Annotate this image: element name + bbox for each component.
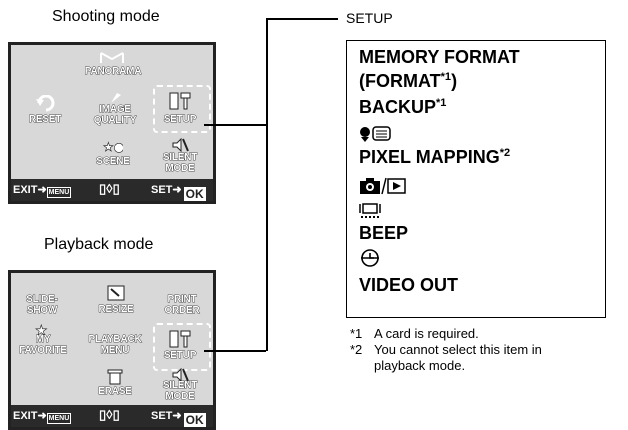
camera-playback-icon (360, 177, 406, 195)
note-2-mark: *2 (350, 342, 363, 357)
silent-mode-icon (172, 137, 189, 153)
slideshow-label-1[interactable]: SLIDE- (26, 294, 59, 305)
set-hint: SET➜OK (151, 184, 206, 201)
silent-mode-label-1[interactable]: SILENT (162, 152, 198, 163)
connector-playback-h (204, 350, 266, 352)
set-hint: SET➜OK (151, 410, 206, 427)
panorama-label[interactable]: PANORAMA (84, 66, 142, 77)
language-icon (360, 126, 391, 142)
menu-background (11, 45, 213, 179)
playback-menu-label-2[interactable]: MENU (100, 345, 130, 356)
connector-vertical (266, 18, 268, 351)
clock-icon (361, 249, 379, 267)
silent-mode-label-2[interactable]: MODE (165, 391, 195, 402)
svg-text:★: ★ (35, 323, 48, 337)
favorite-icon: ★ (35, 323, 48, 337)
setup-icon (169, 92, 191, 110)
erase-icon (107, 369, 123, 385)
image-quality-label-2[interactable]: QUALITY (93, 115, 137, 126)
setup-title: SETUP (346, 10, 393, 26)
footnote-mark: *1 (440, 71, 452, 83)
note-2-text: You cannot select this item in (374, 342, 542, 357)
setup-label[interactable]: SETUP (163, 114, 197, 125)
reset-label[interactable]: RESET (28, 114, 62, 125)
exit-hint: EXIT➜MENU (13, 410, 72, 424)
exit-text: EXIT (13, 184, 38, 196)
note-1-mark: *1 (350, 326, 363, 341)
reset-icon (36, 95, 55, 112)
video-out-item: VIDEO OUT (359, 275, 459, 295)
silent-mode-label-1[interactable]: SILENT (162, 380, 198, 391)
pixel-mapping-item: PIXEL MAPPING*2 (359, 147, 510, 168)
memory-format-item: MEMORY FORMAT (359, 47, 520, 67)
navigation-icon: ▯◊▯ (99, 181, 120, 196)
print-order-label-1[interactable]: PRINT (167, 294, 197, 305)
menu-button-icon: MENU (46, 187, 72, 198)
set-text: SET (151, 184, 173, 196)
note-1-text: A card is required. (374, 326, 479, 341)
format-text: (FORMAT (359, 71, 441, 91)
exit-hint: EXIT➜MENU (13, 184, 72, 198)
connector-top-h (266, 18, 338, 20)
shooting-menu-screen: PANORAMA RESET IMAGE QUALITY SETUP ★● SC… (8, 42, 216, 204)
setup-icon (169, 330, 191, 348)
beep-item: BEEP (359, 223, 409, 243)
pixel-mapping-text: PIXEL MAPPING (359, 147, 500, 167)
navigation-icon: ▯◊▯ (99, 407, 120, 422)
set-text: SET (151, 410, 173, 422)
playback-bottom-bar: EXIT➜MENU ▯◊▯ SET➜OK (11, 405, 213, 427)
connector-shooting-h (204, 124, 266, 126)
ok-button-icon: OK (183, 187, 206, 201)
favorite-label-2[interactable]: FAVORITE (19, 345, 68, 356)
note-2-text-cont: playback mode. (374, 358, 466, 373)
playback-mode-caption: Playback mode (44, 236, 154, 253)
playback-menu-screen: SLIDE- SHOW RESIZE PRINT ORDER ★ MY FAVO… (8, 270, 216, 430)
footnote-mark: *1 (436, 97, 447, 109)
exit-text: EXIT (13, 410, 38, 422)
scene-label[interactable]: SCENE (96, 156, 130, 167)
resize-icon (107, 285, 125, 301)
selection-bracket (153, 323, 211, 371)
setup-label[interactable]: SETUP (163, 350, 197, 361)
footnote-mark: *2 (499, 147, 511, 159)
backup-text: BACKUP (359, 97, 437, 117)
slideshow-label-2[interactable]: SHOW (26, 305, 58, 316)
image-quality-icon (111, 93, 121, 103)
setup-menu-panel: MEMORY FORMAT (FORMAT*1) BACKUP*1 PIXEL … (346, 40, 606, 318)
menu-button-icon: MENU (46, 413, 72, 424)
svg-text:★●: ★● (103, 140, 123, 154)
ok-button-icon: OK (183, 413, 206, 427)
shooting-mode-caption: Shooting mode (52, 8, 160, 25)
playback-menu-label-1[interactable]: PLAYBACK (88, 334, 142, 345)
favorite-label-1[interactable]: MY (35, 334, 51, 345)
print-order-label-2[interactable]: ORDER (164, 305, 200, 316)
silent-mode-label-2[interactable]: MODE (165, 163, 195, 174)
image-quality-label-1[interactable]: IMAGE (99, 104, 132, 115)
silent-mode-icon (172, 367, 189, 383)
format-item: (FORMAT*1) (359, 71, 457, 92)
scene-icon: ★● (103, 140, 123, 155)
panorama-icon (100, 52, 124, 63)
backup-item: BACKUP*1 (359, 97, 446, 118)
erase-label[interactable]: ERASE (98, 386, 132, 397)
monitor-brightness-icon (359, 203, 381, 218)
shooting-bottom-bar: EXIT➜MENU ▯◊▯ SET➜OK (11, 179, 213, 201)
format-close: ) (451, 71, 458, 91)
resize-label[interactable]: RESIZE (98, 304, 134, 315)
selection-bracket (153, 85, 211, 133)
